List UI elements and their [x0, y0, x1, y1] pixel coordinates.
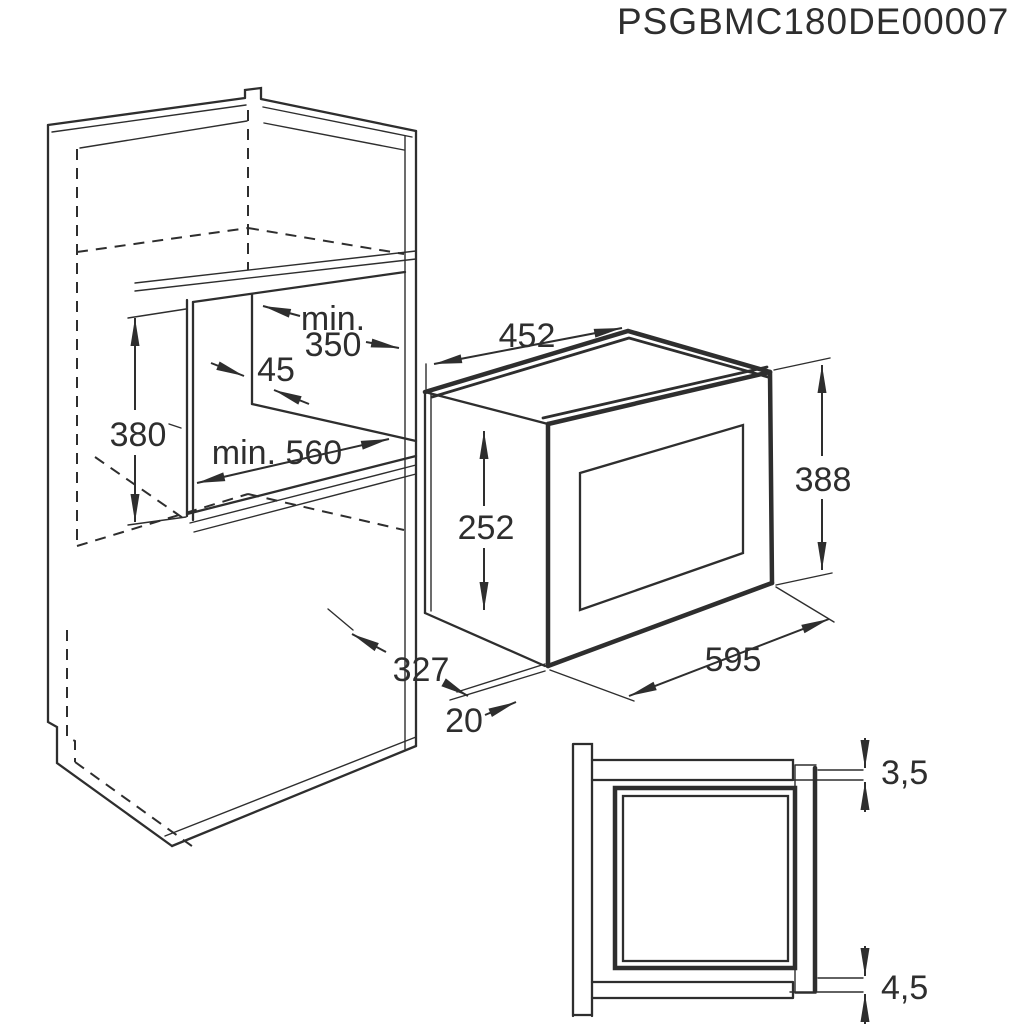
dim-front-height: 388: [795, 461, 852, 499]
door-bottom-edge: [170, 744, 418, 848]
cabinet-left-panel-edge: [46, 123, 174, 848]
dim-front-width: 595: [705, 641, 762, 679]
dim-bottom-gap: 4,5: [881, 969, 928, 1007]
dim-front-overhang: 20: [445, 702, 483, 740]
niche-ceiling-edge: [191, 270, 407, 304]
section-top-shelf: [590, 758, 795, 782]
labels: PSGBMC180DE00007 min. 350 45 380 min. 56…: [110, 1, 1009, 1007]
dim-niche-depth-min-label: min.: [301, 300, 365, 338]
dimension-annotations: [127, 305, 870, 1024]
dim-top-gap: 3,5: [881, 754, 928, 792]
dim-body-height: 252: [458, 509, 515, 547]
section-microwave-cavity: [621, 794, 790, 963]
section-back-panel: [571, 742, 594, 1018]
dim-depth: 327: [393, 651, 450, 689]
section-detail-drawing: [571, 742, 864, 1018]
dim-niche-depth-value: 350: [305, 326, 362, 364]
niche-floor-back-edge: [250, 402, 418, 443]
dim-niche-width: min. 560: [212, 434, 342, 472]
dim-body-width: 452: [499, 317, 556, 355]
cabinet-top-edge: [46, 86, 418, 133]
microwave-top-edge: [422, 328, 773, 395]
dim-niche-height: 380: [110, 416, 167, 454]
microwave-door-window: [578, 423, 745, 612]
drawing-title: PSGBMC180DE00007: [617, 1, 1009, 42]
section-microwave-outline: [612, 785, 798, 971]
microwave-frame-right-edge: [767, 369, 775, 586]
dim-side-gap: 45: [257, 351, 295, 389]
section-bottom-shelf: [590, 980, 795, 1000]
niche-left-edge: [185, 298, 195, 522]
